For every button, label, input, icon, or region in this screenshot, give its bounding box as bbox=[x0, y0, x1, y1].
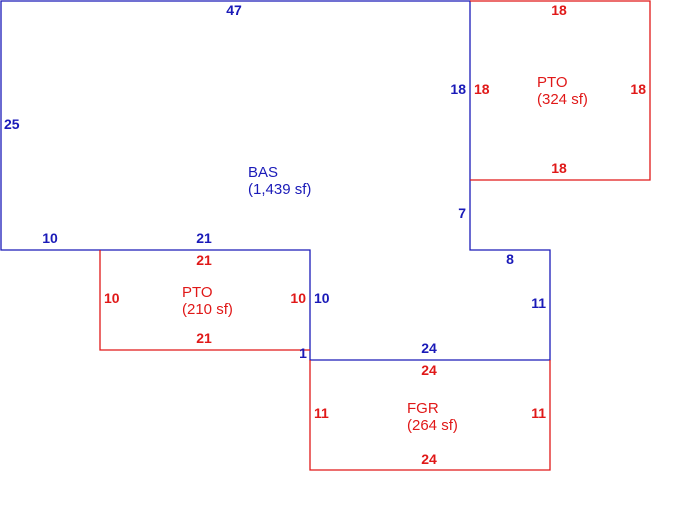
dim-pto-top-right: 18 bbox=[630, 81, 646, 97]
bas-code-label: BAS bbox=[248, 164, 278, 181]
pto-top-outline bbox=[470, 0, 651, 181]
dim-bas-jog: 1 bbox=[299, 345, 307, 361]
dim-fgr-top: 24 bbox=[421, 362, 437, 378]
fgr-area-label: (264 sf) bbox=[407, 417, 458, 434]
dim-bas-left: 25 bbox=[4, 116, 20, 132]
pto-left-outline bbox=[99, 250, 310, 351]
fgr-outline bbox=[309, 360, 551, 471]
dim-pto-top-bottom: 18 bbox=[551, 160, 567, 176]
dim-bas-bottom-left: 10 bbox=[42, 230, 58, 246]
dim-bas-bottom: 24 bbox=[421, 340, 437, 356]
dim-pto-left-bottom: 21 bbox=[196, 330, 212, 346]
pto-top-area-label: (324 sf) bbox=[537, 91, 588, 108]
dim-fgr-bottom: 24 bbox=[421, 451, 437, 467]
pto-top-code-label: PTO bbox=[537, 74, 568, 91]
dim-fgr-right: 11 bbox=[531, 405, 546, 421]
dim-pto-top-left: 18 bbox=[474, 81, 490, 97]
dim-bas-right-upper: 18 bbox=[450, 81, 466, 97]
dim-pto-left-top: 21 bbox=[196, 252, 212, 268]
dim-pto-left-right: 10 bbox=[290, 290, 306, 306]
dim-pto-top-top: 18 bbox=[551, 2, 567, 18]
dim-bas-top: 47 bbox=[226, 2, 242, 18]
dim-fgr-left: 11 bbox=[314, 405, 329, 421]
dim-bas-right-mid: 7 bbox=[458, 205, 466, 221]
dim-bas-step: 8 bbox=[506, 251, 514, 267]
bas-area-label: (1,439 sf) bbox=[248, 181, 311, 198]
dim-bas-notch-right: 10 bbox=[314, 290, 330, 306]
pto-left-area-label: (210 sf) bbox=[182, 301, 233, 318]
pto-left-code-label: PTO bbox=[182, 284, 213, 301]
dim-bas-notch-top: 21 bbox=[196, 230, 212, 246]
dim-bas-right-lower: 11 bbox=[531, 295, 546, 311]
dim-pto-left-left: 10 bbox=[104, 290, 120, 306]
fgr-code-label: FGR bbox=[407, 400, 439, 417]
